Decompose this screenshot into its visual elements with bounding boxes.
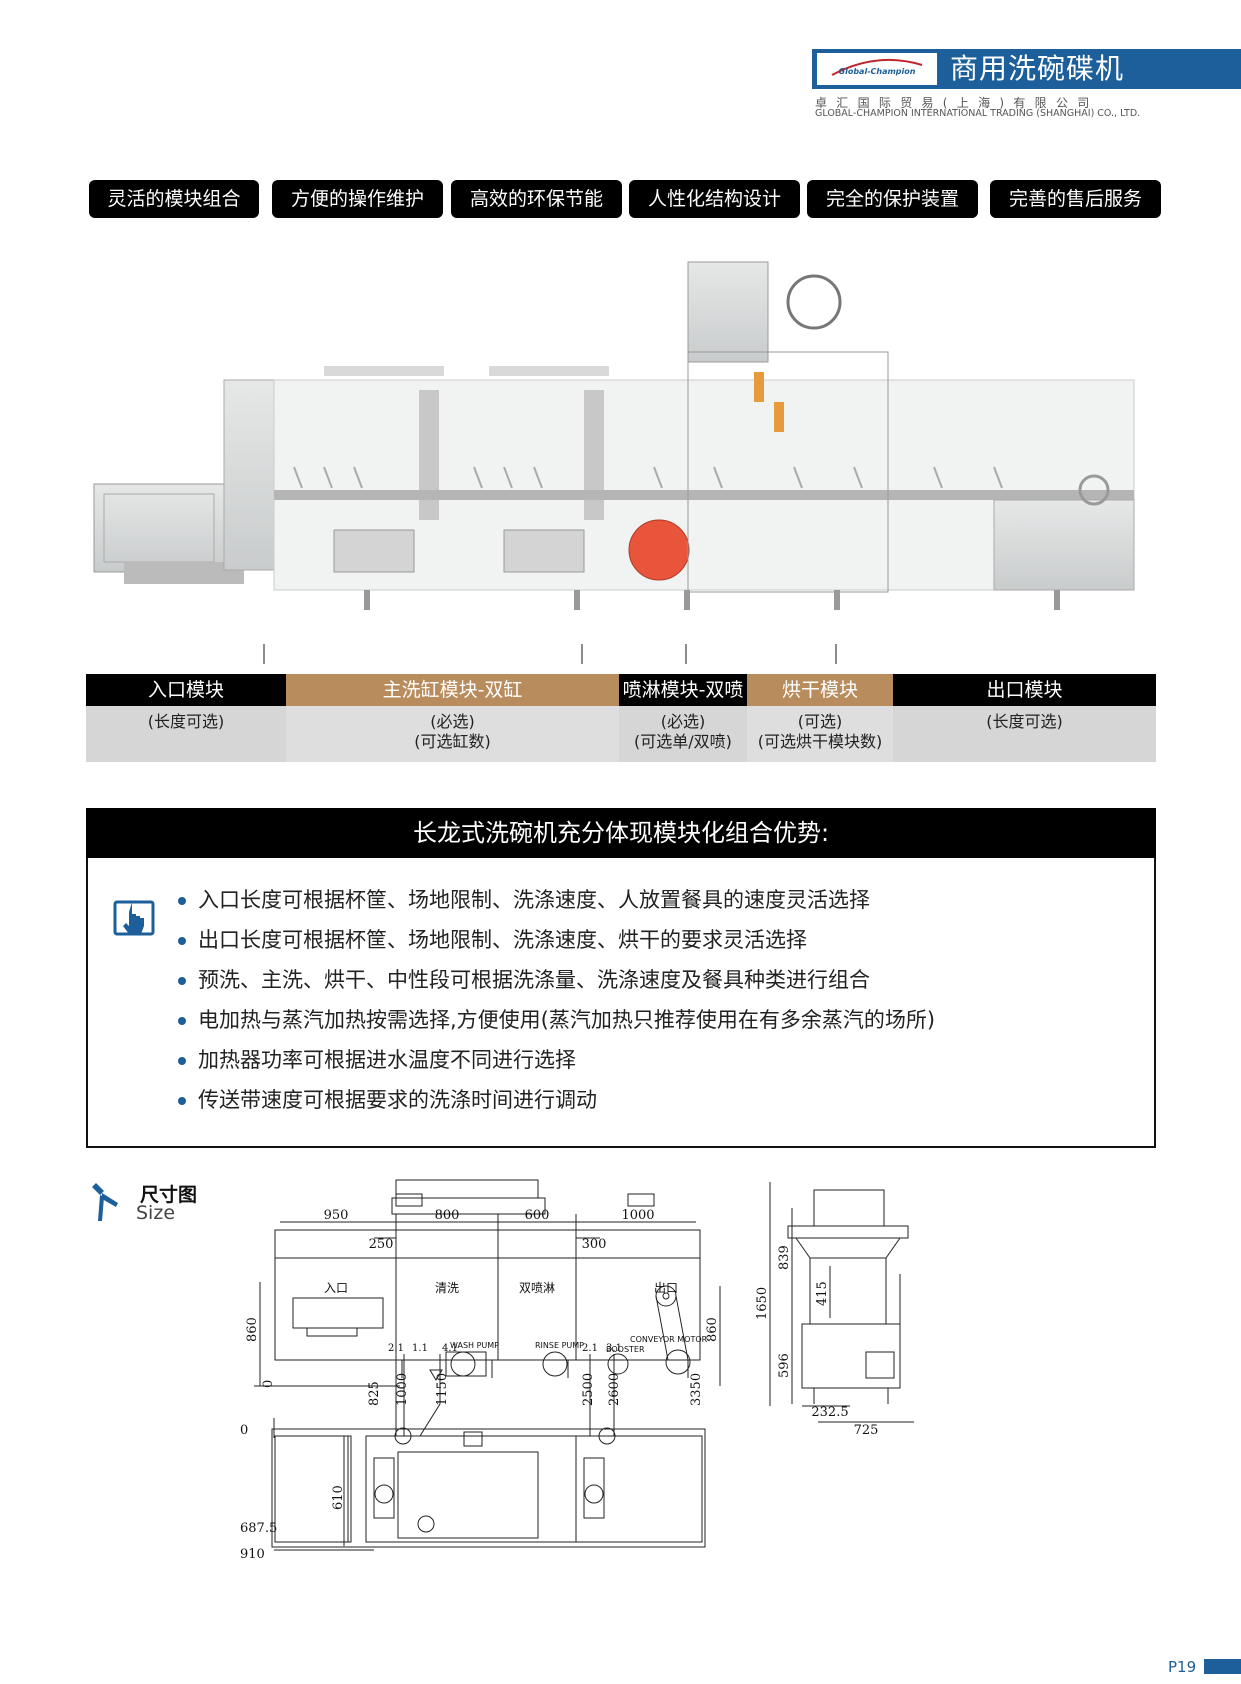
catalog-title: 商用洗碗碟机 [950,52,1125,85]
dim-label: 0 [240,1423,248,1438]
list-item: 出口长度可根据杯筐、场地限制、洗涤速度、烘干的要求灵活选择 [176,920,1136,960]
list-item: 传送带速度可根据要求的洗涤时间进行调动 [176,1080,1136,1120]
dim-label: 250 [369,1237,394,1252]
module-desc-line: (可选烘干模块数) [757,732,883,751]
feature-pill: 人性化结构设计 [629,180,800,218]
dim-label: 839 [777,1245,792,1270]
module-desc-entry: (长度可选) [86,706,286,762]
feature-pill: 完全的保护装置 [807,180,978,218]
page-number-bar [1204,1659,1241,1674]
dim-label: 610 [331,1485,346,1510]
dim-label: 860 [245,1317,260,1342]
module-desc-exit: (长度可选) [893,706,1156,762]
list-item: 预洗、主洗、烘干、中性段可根据洗涤量、洗涤速度及餐具种类进行组合 [176,960,1136,1000]
advantages-title: 长龙式洗碗机充分体现模块化组合优势: [86,808,1156,858]
dim-label: 415 [815,1281,830,1306]
size-title-cn: 尺寸图 [140,1184,198,1206]
connection-label: 1.1 [412,1343,428,1354]
size-title-en: Size [136,1202,176,1224]
section-label: 出口 [654,1281,678,1295]
dimension-drawing: 950 800 600 1000 250 300 入口 清洗 双喷淋 出口 WA… [240,1179,914,1562]
feature-pill: 高效的环保节能 [451,180,622,218]
list-item: 加热器功率可根据进水温度不同进行选择 [176,1040,1136,1080]
module-header-entry: 入口模块 [86,674,286,706]
dim-label: 687.5 [240,1521,277,1536]
connection-label: 2.1 [582,1343,598,1354]
module-desc-line: (长度可选) [147,712,225,731]
module-desc-line: (可选单/双喷) [634,732,732,751]
module-header-dry: 烘干模块 [747,674,893,706]
list-item: 入口长度可根据杯筐、场地限制、洗涤速度、人放置餐具的速度灵活选择 [176,880,1136,920]
dim-label: 300 [582,1237,607,1252]
connection-label: 2.1 [388,1343,404,1354]
section-label: 双喷淋 [519,1281,555,1295]
dim-label: 0 [261,1380,276,1388]
module-header-exit: 出口模块 [893,674,1156,706]
component-label: RINSE PUMP [535,1341,584,1350]
dim-label: 3350 [689,1373,704,1406]
dim-label: 600 [525,1208,550,1223]
section-label: 入口 [324,1281,348,1295]
component-label: WASH PUMP [450,1341,499,1350]
list-item: 电加热与蒸汽加热按需选择,方便使用(蒸汽加热只推荐使用在有多余蒸汽的场所) [176,1000,1136,1040]
dim-label: 725 [854,1423,879,1438]
module-header-main-wash: 主洗缸模块-双缸 [286,674,619,706]
dim-label: 2600 [607,1373,622,1406]
logo-text: Global-Champion [839,67,916,76]
dim-label: 825 [367,1381,382,1406]
dim-label: 232.5 [811,1405,848,1420]
section-label: 清洗 [435,1281,459,1295]
caliper-icon [92,1183,118,1221]
advantages-list: 入口长度可根据杯筐、场地限制、洗涤速度、人放置餐具的速度灵活选择 出口长度可根据… [176,880,1136,1120]
dim-label: 860 [705,1317,720,1342]
company-logo: Global-Champion [816,52,938,86]
dim-label: 1650 [755,1287,770,1320]
module-desc-line: (可选缸数) [414,732,491,751]
dim-label: 2500 [581,1373,596,1406]
logo-swoosh-icon: Global-Champion [831,58,923,76]
module-desc-dry: (可选) (可选烘干模块数) [747,706,893,762]
feature-pill: 完善的售后服务 [990,180,1161,218]
dim-label: 910 [240,1547,265,1562]
dim-label: 596 [777,1353,792,1378]
dim-label: 800 [435,1208,460,1223]
feature-pill: 灵活的模块组合 [89,180,259,218]
module-desc-line: (必选) [660,712,706,731]
module-desc-line: (必选) [430,712,475,731]
module-desc-rinse: (必选) (可选单/双喷) [619,706,747,762]
component-label: CONVEYOR MOTOR [630,1335,708,1344]
module-desc-line: (长度可选) [986,712,1063,731]
company-name-cn: 卓汇国际贸易(上海)有限公司 [815,96,1099,110]
feature-pill: 方便的操作维护 [272,180,443,218]
connection-label: 4.1 [442,1343,458,1354]
dim-label: 1150 [435,1373,450,1406]
company-name-en: GLOBAL-CHAMPION INTERNATIONAL TRADING (S… [815,108,1141,119]
touch-screen-icon [113,900,155,936]
dim-label: 950 [324,1208,349,1223]
module-desc-main-wash: (必选) (可选缸数) [286,706,619,762]
module-header-rinse: 喷淋模块-双喷 [619,674,747,706]
connection-label: 3.1 [606,1343,622,1354]
dim-label: 1000 [621,1208,654,1223]
dishwasher-illustration [93,261,1135,664]
component-label: BOOSTER [606,1345,645,1354]
header-bar-extension [1162,62,1241,74]
module-desc-line: (可选) [797,712,843,731]
page-number: P19 [1168,1658,1197,1676]
dim-label: 1000 [395,1373,410,1406]
